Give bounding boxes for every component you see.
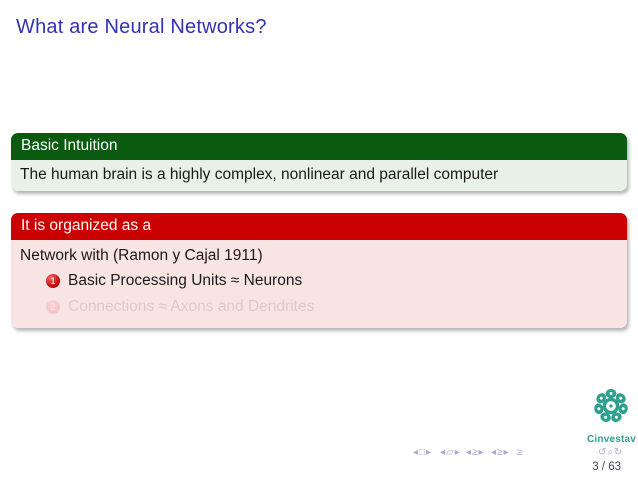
nav-subsection-icons[interactable]: ◂≥▸ [491, 447, 510, 458]
nav-appendix-icon[interactable]: ≥ [517, 447, 524, 458]
frame-title: What are Neural Networks? [16, 16, 267, 38]
enum-ball-icon: 2 [46, 300, 60, 314]
block-organized-header: It is organized as a [11, 213, 627, 240]
enum-ball-icon: 1 [46, 274, 60, 288]
block-basic-intuition: Basic Intuition The human brain is a hig… [11, 133, 627, 191]
list-item-text: Basic Processing Units ≈ Neurons [68, 272, 303, 289]
page-number: 3 / 63 [592, 461, 621, 473]
nav-back-find-forward-icons[interactable]: ↺⌕↻ [598, 447, 624, 458]
nav-frame-icons[interactable]: ◂▱▸ [440, 447, 461, 458]
cinvestav-logo-label: Cinvestav [587, 434, 637, 445]
nav-slide-icons[interactable]: ◂□▸ [413, 447, 433, 458]
block-basic-intuition-header: Basic Intuition [11, 133, 627, 160]
cinvestav-logo: Cinvestav [587, 388, 637, 445]
block-organized: It is organized as a Network with (Ramon… [11, 213, 627, 328]
list-item: 1 Basic Processing Units ≈ Neurons [46, 272, 617, 290]
list-item-covered: 2 Connections ≈ Axons and Dendrites [46, 298, 617, 316]
list-item-text: Connections ≈ Axons and Dendrites [68, 298, 315, 315]
block-basic-intuition-body: The human brain is a highly complex, non… [11, 160, 627, 191]
nav-section-icons[interactable]: ◂≥▸ [466, 447, 485, 458]
cinvestav-emblem-icon [593, 388, 628, 423]
block-organized-intro: Network with (Ramon y Cajal 1911) [20, 247, 263, 264]
block-organized-body: Network with (Ramon y Cajal 1911) 1 Basi… [11, 240, 627, 328]
